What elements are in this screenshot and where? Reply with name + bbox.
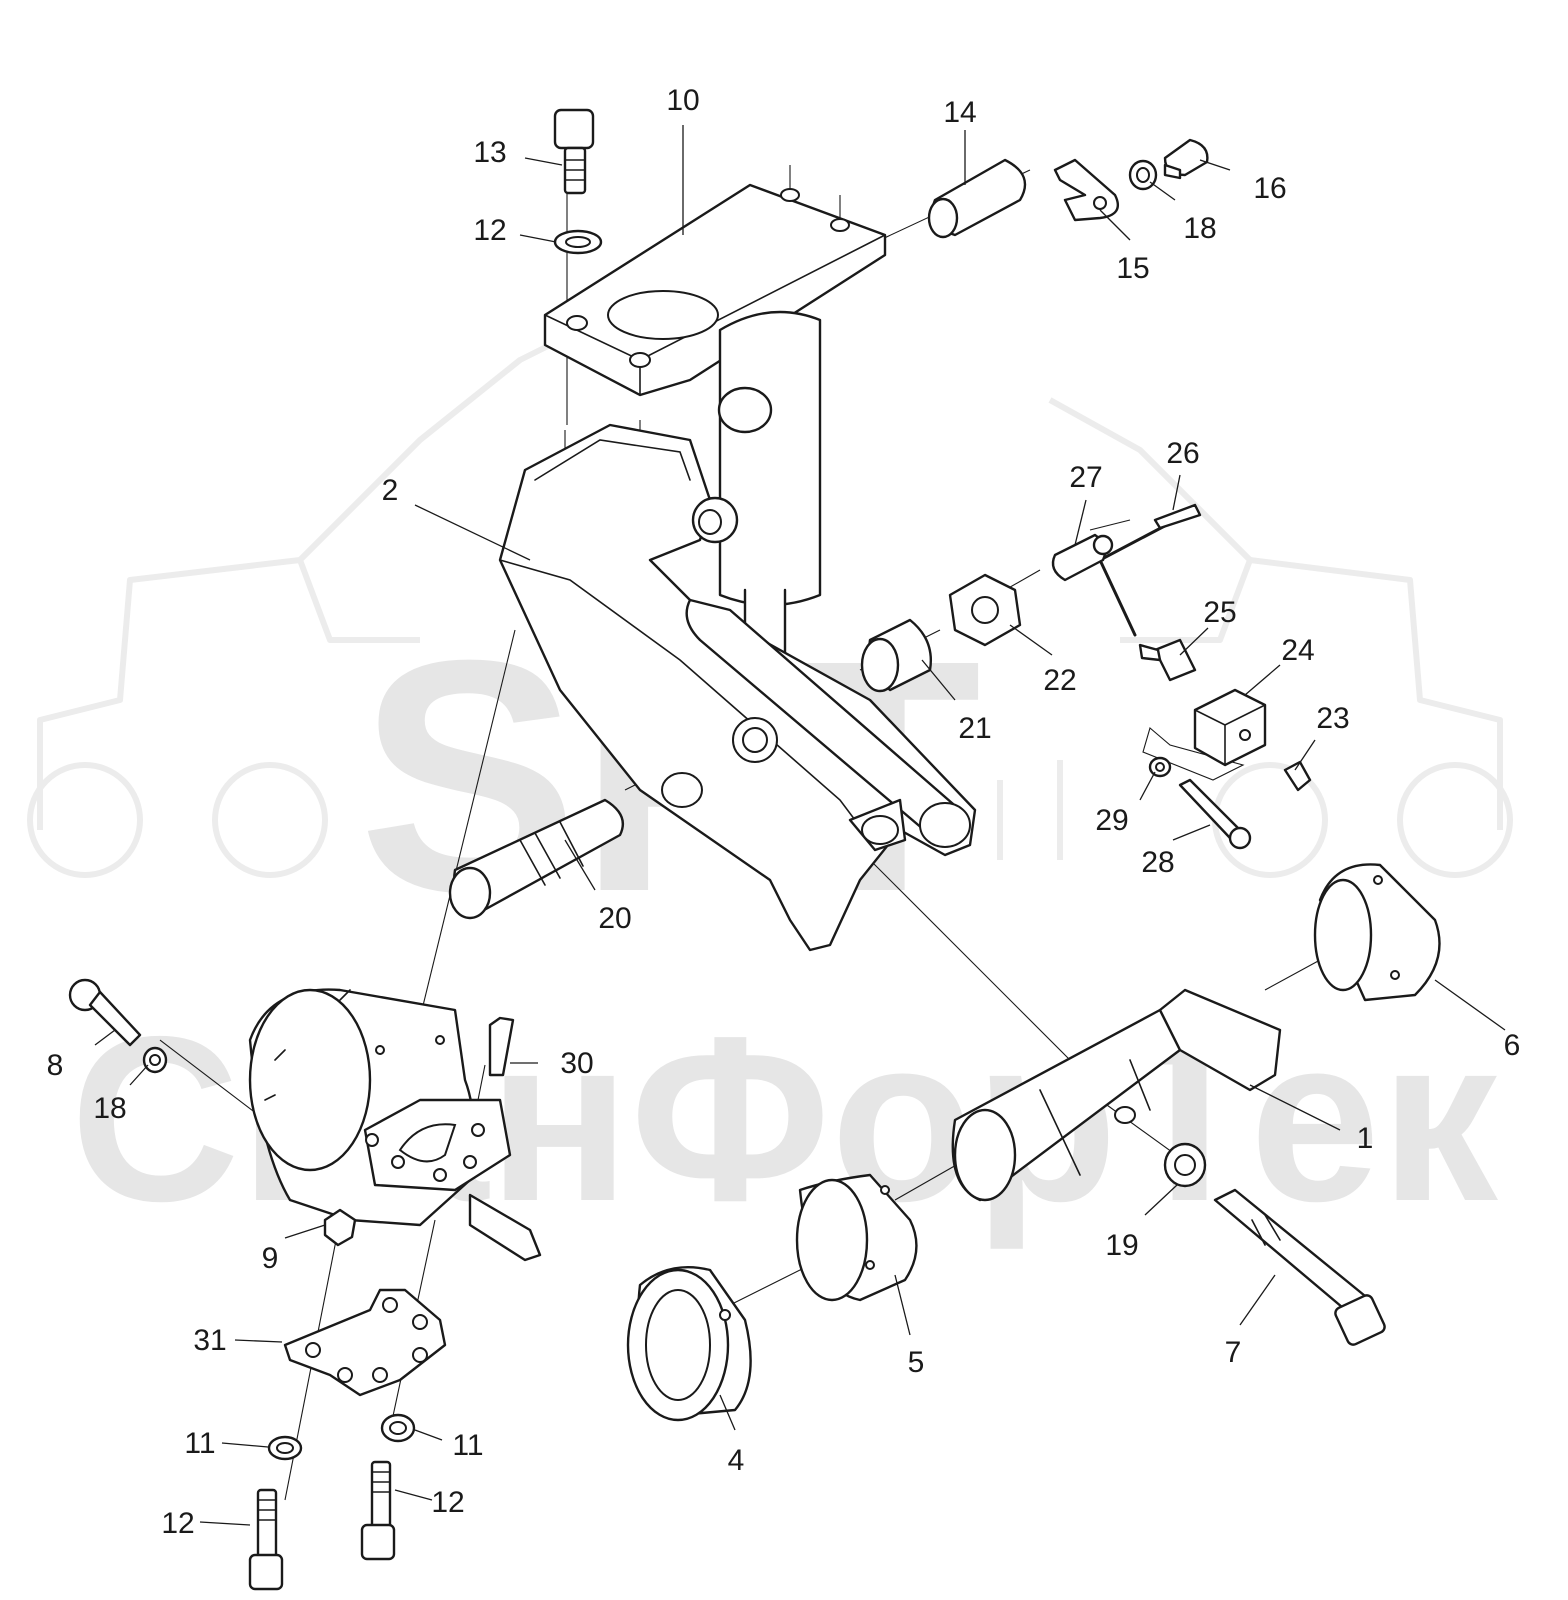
part-12-screw-left (248, 1488, 284, 1591)
callout-14: 13 (473, 136, 506, 169)
part-26-tube (1098, 503, 1202, 637)
callout-12-left: 12 (161, 1507, 194, 1540)
callout-2: 2 (382, 474, 399, 507)
callout-26: 26 (1166, 437, 1199, 470)
callout-labels: 10 13 12 14 15 18 16 2 20 21 22 27 26 25… (47, 84, 1521, 1540)
callout-21: 21 (958, 712, 991, 745)
part-1-tube-housing (951, 988, 1282, 1202)
callout-29: 29 (1095, 804, 1128, 837)
callout-7: 7 (1225, 1336, 1242, 1369)
part-9-nut (323, 1208, 357, 1247)
callout-18-top: 18 (1183, 212, 1216, 245)
callout-30: 30 (560, 1047, 593, 1080)
part-4-ring-nut (626, 1266, 752, 1422)
part-18-washer-top (1128, 159, 1158, 191)
callout-19: 19 (1105, 1229, 1138, 1262)
callout-5: 5 (908, 1346, 925, 1379)
callout-31: 31 (193, 1324, 226, 1357)
callout-4: 4 (728, 1444, 745, 1477)
part-12-screw-right (360, 1460, 396, 1561)
part-15-pin (927, 158, 1027, 239)
part-22-nut (948, 573, 1022, 647)
callout-25: 25 (1203, 596, 1236, 629)
part-23-nipple (1283, 760, 1312, 792)
part-18-washer-left (142, 1046, 168, 1074)
callout-17: 16 (1253, 172, 1286, 205)
part-16-retainer (1053, 158, 1120, 222)
part-31-plate (283, 1288, 447, 1397)
part-21-bushing (860, 618, 932, 693)
part-5-sleeve (795, 1173, 918, 1302)
callout-1: 1 (1357, 1122, 1374, 1155)
callout-6: 6 (1504, 1029, 1521, 1062)
callout-27: 27 (1069, 461, 1102, 494)
part-11-washer-left (267, 1435, 303, 1461)
watermark-machine-outline (27, 327, 1513, 878)
callout-10: 10 (666, 84, 699, 117)
part-8-screw (68, 978, 142, 1047)
part-13-washer (553, 229, 603, 255)
part-11-washer-right (380, 1413, 416, 1443)
part-27-fitting (1051, 533, 1114, 582)
part-20-pin (448, 798, 625, 920)
callout-9: 9 (262, 1242, 279, 1275)
part-17-screw (1163, 138, 1209, 180)
part-6-collar (1313, 863, 1441, 1002)
callout-8: 8 (47, 1049, 64, 1082)
callout-23: 23 (1316, 702, 1349, 735)
callout-13: 12 (473, 214, 506, 247)
part-14-screw (553, 108, 595, 195)
part-19-washer (1163, 1142, 1207, 1188)
part-29-washer (1148, 756, 1172, 778)
leader-lines (94, 125, 1506, 1526)
hydraulic-motor (248, 988, 542, 1262)
callout-28: 28 (1141, 846, 1174, 879)
part-24-block (1193, 688, 1267, 767)
callout-11-right: 11 (452, 1429, 483, 1462)
part-30-pin (488, 1016, 515, 1077)
part-2-main-arm (498, 423, 977, 952)
part-7-bolt (1213, 1188, 1386, 1346)
callout-22: 22 (1043, 664, 1076, 697)
callout-20: 20 (598, 902, 631, 935)
callout-15: 14 (943, 96, 976, 129)
part-10-mount-plate (543, 183, 887, 397)
callout-16: 15 (1116, 252, 1149, 285)
callout-18-left: 18 (93, 1092, 126, 1125)
callout-11-left: 11 (184, 1427, 215, 1460)
part-25-fitting (1138, 638, 1197, 682)
callout-24: 24 (1281, 634, 1314, 667)
part-28-screw (1178, 778, 1252, 850)
callout-12-right: 12 (431, 1486, 464, 1519)
